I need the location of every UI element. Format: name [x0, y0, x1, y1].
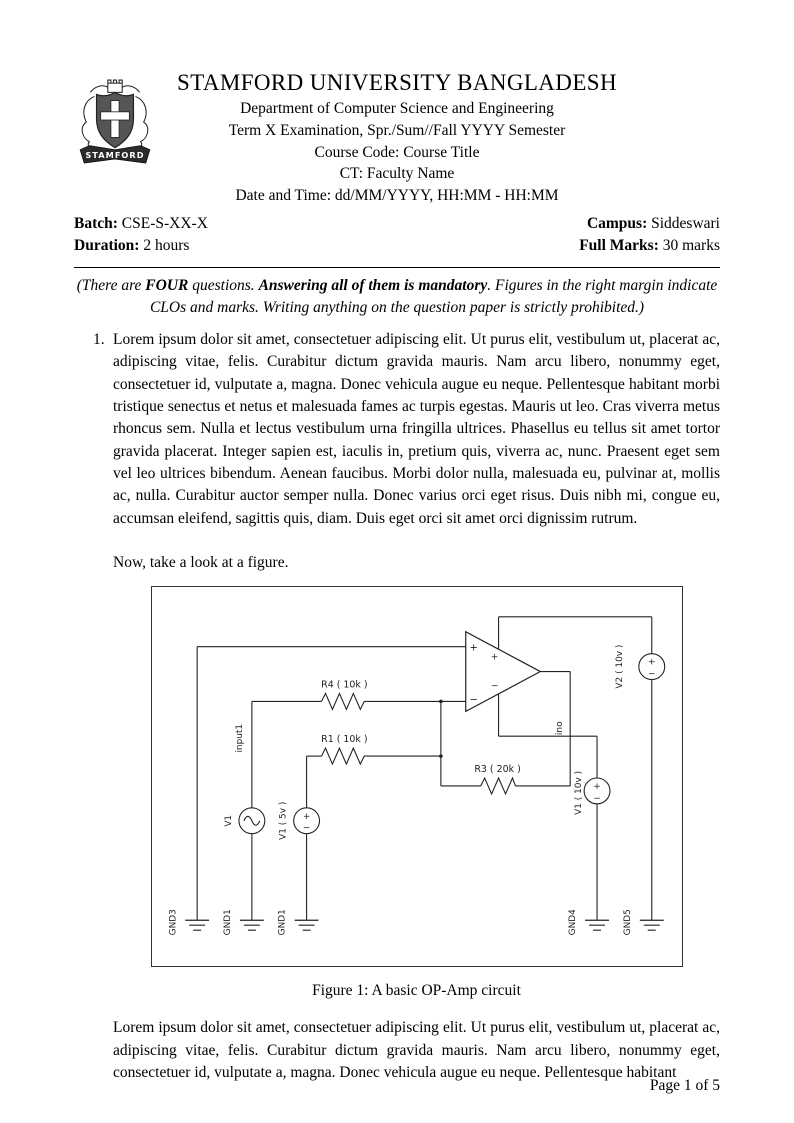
- sine-wave-icon: [242, 815, 260, 826]
- ground-gnd1-a-icon: [239, 919, 264, 931]
- exam-info: Batch: CSE-S-XX-X Duration: 2 hours Camp…: [74, 213, 720, 258]
- exam-notice: (There are FOUR questions. Answering all…: [74, 275, 720, 320]
- label-gnd1-a: GND1: [222, 909, 232, 935]
- label-r1: R1 ( 10k ): [321, 734, 367, 745]
- ground-gnd5-icon: [639, 919, 664, 931]
- figure-caption: Figure 1: A basic OP-Amp circuit: [312, 982, 521, 1000]
- duration-value: 2 hours: [143, 237, 190, 255]
- university-crest-icon: STAMFORD: [79, 79, 151, 164]
- university-title: STAMFORD UNIVERSITY BANGLADESH: [177, 70, 617, 95]
- opamp-triangle-icon: [464, 630, 542, 713]
- campus-value: Siddeswari: [651, 214, 720, 232]
- figure-1: R4 ( 10k ) R1 ( 10k ) R3 ( 20k ) input1 …: [113, 586, 720, 1002]
- exam-info-right: Campus: Siddeswari Full Marks: 30 marks: [579, 213, 720, 258]
- label-v1-5v: V1 ( 5v ): [278, 802, 288, 840]
- v1-5v-plus-marker: +: [302, 812, 310, 822]
- dc-source-v1-10v-icon: [583, 777, 611, 805]
- question-number: 1.: [93, 331, 105, 349]
- header-datetime: Date and Time: dd/MM/YYYY, HH:MM - HH:MM: [235, 187, 559, 205]
- page-footer: Page 1 of 5: [650, 1075, 720, 1097]
- header-faculty: CT: Faculty Name: [339, 165, 455, 183]
- label-r4: R4 ( 10k ): [321, 680, 367, 691]
- batch-value: CSE-S-XX-X: [121, 214, 208, 232]
- label-gnd3: GND3: [168, 909, 178, 935]
- resistor-r3-icon: [479, 776, 516, 796]
- label-gnd4: GND4: [568, 909, 578, 935]
- ground-gnd3-icon: [184, 919, 209, 931]
- ground-gnd1-b-icon: [294, 919, 319, 931]
- notice-part-2: questions.: [188, 276, 259, 294]
- circuit-figure-frame: R4 ( 10k ) R1 ( 10k ) R3 ( 20k ) input1 …: [150, 586, 683, 968]
- notice-part-1: (There are: [76, 276, 146, 294]
- opamp-circuit-diagram: R4 ( 10k ) R1 ( 10k ) R3 ( 20k ) input1 …: [168, 616, 665, 936]
- campus-label: Campus:: [586, 214, 648, 232]
- header-course: Course Code: Course Title: [314, 143, 480, 161]
- marks-value: 30 marks: [662, 237, 720, 255]
- v1-5v-minus-marker: −: [302, 824, 310, 834]
- opamp-vplus-marker: +: [490, 653, 498, 663]
- header-term: Term X Examination, Spr./Sum//Fall YYYY …: [228, 121, 566, 139]
- polarity-markers: + − + − + − + − + −: [302, 643, 655, 834]
- opamp-minus-input-marker: −: [469, 695, 477, 706]
- circuit-labels: R4 ( 10k ) R1 ( 10k ) R3 ( 20k ): [321, 680, 521, 776]
- junction-dots: [438, 699, 443, 759]
- crest-banner-text: STAMFORD: [85, 150, 144, 160]
- circuit-labels-rotated: input1 V1 V1 ( 5v ) ino V1 ( 10v ) V2 ( …: [168, 645, 633, 936]
- document-header: STAMFORD STAMFORD UNIVERSITY BANGLADESH …: [74, 0, 720, 207]
- question-1: 1. Lorem ipsum dolor sit amet, consectet…: [74, 329, 720, 1084]
- v2-minus-marker: −: [648, 670, 656, 680]
- notice-bold-four: FOUR: [145, 276, 189, 294]
- ground-gnd4-icon: [584, 919, 609, 931]
- label-gnd1-b: GND1: [277, 909, 287, 935]
- crest-banner: [79, 145, 151, 164]
- figure-intro: Now, take a look at a figure.: [113, 553, 289, 571]
- duration-label: Duration:: [74, 237, 140, 255]
- opamp-plus-input-marker: +: [469, 643, 477, 654]
- batch-row: Batch: CSE-S-XX-X: [74, 213, 208, 235]
- label-ino: ino: [555, 722, 565, 736]
- university-logo: STAMFORD: [74, 78, 156, 172]
- notice-part-3: . Figures in the right margin indicate C…: [149, 276, 718, 316]
- dc-source-v1-5v-icon: [292, 807, 320, 835]
- exam-info-left: Batch: CSE-S-XX-X Duration: 2 hours: [74, 213, 208, 258]
- label-v2-10v: V2 ( 10v ): [614, 645, 624, 689]
- marks-label: Full Marks:: [579, 237, 659, 255]
- closing-paragraph: Lorem ipsum dolor sit amet, consectetuer…: [113, 1019, 720, 1082]
- divider: [74, 266, 720, 268]
- v1-10v-minus-marker: −: [593, 794, 601, 804]
- resistor-r1-icon: [320, 746, 366, 766]
- notice-bold-mandatory: Answering all of them is mandatory: [258, 276, 488, 294]
- question-body: Lorem ipsum dolor sit amet, consectetuer…: [113, 331, 720, 527]
- label-r3: R3 ( 20k ): [474, 764, 520, 775]
- ground-symbols: [184, 919, 664, 931]
- dc-source-v2-10v-icon: [637, 653, 665, 681]
- page-number: Page 1 of 5: [649, 1076, 720, 1094]
- resistor-r4-icon: [320, 692, 366, 711]
- label-gnd5: GND5: [622, 909, 632, 935]
- label-v1-ac: V1: [223, 815, 233, 827]
- batch-label: Batch:: [74, 214, 118, 232]
- source-symbols: [237, 653, 665, 835]
- label-input1: input1: [234, 724, 244, 753]
- duration-row: Duration: 2 hours: [74, 235, 208, 257]
- exam-notice-text: (There are FOUR questions. Answering all…: [77, 277, 718, 316]
- header-department: Department of Computer Science and Engin…: [240, 100, 554, 117]
- circuit-wires: [196, 616, 652, 921]
- label-v1-10v: V1 ( 10v ): [574, 771, 584, 815]
- marks-row: Full Marks: 30 marks: [579, 235, 720, 257]
- resistor-symbols: [320, 692, 516, 796]
- crest-cross: [100, 100, 130, 138]
- opamp-vminus-marker: −: [490, 682, 498, 692]
- campus-row: Campus: Siddeswari: [579, 213, 720, 235]
- v1-10v-plus-marker: +: [593, 782, 601, 792]
- v2-plus-marker: +: [648, 658, 656, 668]
